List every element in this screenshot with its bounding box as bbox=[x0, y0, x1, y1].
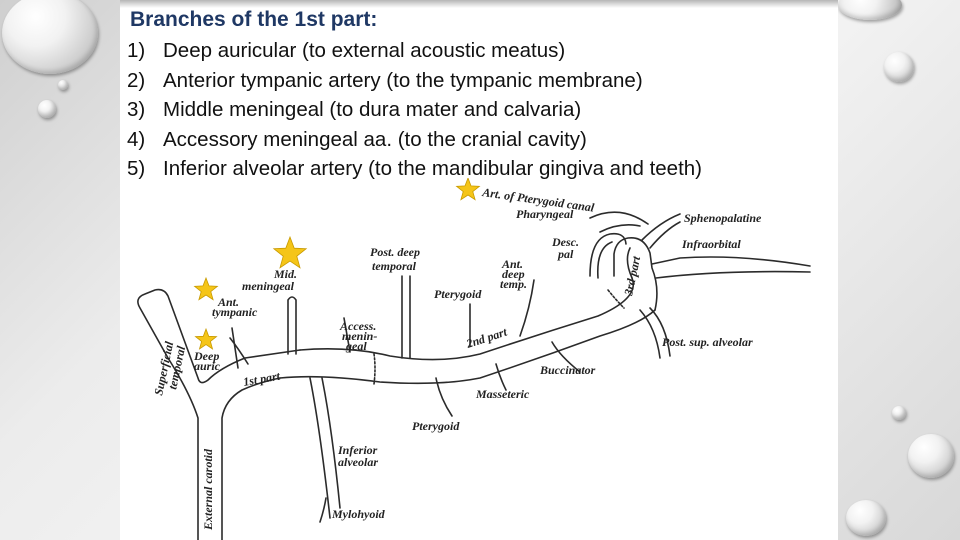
water-drop-decoration bbox=[884, 52, 914, 82]
water-drop-decoration bbox=[846, 500, 886, 536]
list-item-number: 4) bbox=[127, 127, 146, 151]
list-item: 5) Inferior alveolar artery (to the mandi… bbox=[127, 154, 702, 184]
star-icon-deep-auricular bbox=[194, 327, 218, 350]
list-item: 4) Accessory meningeal aa. (to the crania… bbox=[127, 125, 702, 155]
label-buccinator: Buccinator bbox=[539, 363, 596, 377]
descending-palatine-branch bbox=[589, 232, 627, 277]
label-post-sup-alveolar: Post. sup. alveolar bbox=[662, 335, 753, 349]
list-item-number: 5) bbox=[127, 157, 146, 180]
label-ant-deep-temp: deep bbox=[502, 267, 525, 281]
maxillary-artery-lower bbox=[279, 309, 656, 385]
descending-palatine-branch-inner bbox=[596, 241, 613, 279]
star-icon-middle-meningeal bbox=[272, 235, 308, 269]
label-ant-deep-temp: Ant. bbox=[501, 257, 523, 271]
inferior-alveolar-branch-inner bbox=[321, 377, 341, 509]
water-drop-decoration bbox=[58, 80, 68, 90]
list-item-number: 2) bbox=[127, 68, 146, 92]
label-third-part: 3rd part bbox=[621, 254, 643, 297]
list-item-number: 3) bbox=[127, 98, 146, 121]
label-desc-pal: pal bbox=[557, 247, 574, 261]
star-markers bbox=[193, 178, 481, 350]
list-item-text: Inferior alveolar artery (to the mandibu… bbox=[163, 157, 702, 180]
label-infraorbital: Infraorbital bbox=[681, 237, 741, 251]
post-sup-alveolar-branch-inner bbox=[649, 307, 671, 357]
water-drop-decoration bbox=[2, 0, 98, 74]
label-deep-auric: auric bbox=[194, 359, 221, 373]
star-icon-pterygoid-canal bbox=[455, 178, 481, 201]
label-mylohyoid: Mylohyoid bbox=[331, 507, 386, 521]
label-access-meningeal: menin- bbox=[342, 329, 377, 343]
third-part-loop bbox=[613, 236, 658, 311]
post-sup-alveolar-branch bbox=[639, 309, 661, 359]
branch-list: 1) Deep auricular (to external acoustic m… bbox=[127, 36, 702, 184]
list-item: 2) Anterior tympanic artery (to the tympa… bbox=[127, 66, 702, 96]
label-pterygoid-lower: Pterygoid bbox=[412, 419, 460, 433]
pterygoid-canal-branch bbox=[589, 211, 649, 225]
maxillary-artery-diagram: Art. of Pterygoid canal Pharyngeal Sphen… bbox=[137, 178, 811, 540]
water-drop-decoration bbox=[838, 0, 902, 20]
label-external-carotid: External carotid bbox=[201, 448, 215, 531]
third-part-loop-inner bbox=[626, 247, 633, 279]
mylohyoid-branch bbox=[319, 497, 327, 523]
label-ant-tympanic: Ant. bbox=[217, 295, 239, 309]
label-desc-pal: Desc. bbox=[551, 235, 579, 249]
inferior-alveolar-branch bbox=[309, 377, 331, 519]
masseteric-branch bbox=[495, 363, 507, 391]
ant-deep-temporal-branch bbox=[519, 279, 535, 337]
label-mid-meningeal: meningeal bbox=[242, 279, 295, 293]
list-item-text: Anterior tympanic artery (to the tympani… bbox=[163, 68, 643, 92]
pharyngeal-branch bbox=[599, 224, 641, 233]
star-icon-ant-tympanic bbox=[193, 276, 219, 301]
water-drop-decoration bbox=[908, 434, 954, 478]
part-divider-2-3 bbox=[607, 289, 625, 309]
label-access-meningeal: Access. bbox=[339, 319, 376, 333]
label-sphenopalatine: Sphenopalatine bbox=[684, 211, 762, 225]
list-item-number: 1) bbox=[127, 39, 146, 62]
sphenopalatine-branch bbox=[641, 213, 681, 241]
label-ant-deep-temp: temp. bbox=[500, 277, 527, 291]
label-post-deep-temporal: temporal bbox=[372, 259, 417, 273]
water-drop-decoration bbox=[892, 406, 906, 420]
label-ant-tympanic: tympanic bbox=[212, 305, 258, 319]
maxillary-artery-upper bbox=[299, 277, 635, 361]
sphenopalatine-branch-lower bbox=[649, 221, 681, 249]
label-mid-meningeal: Mid. bbox=[273, 267, 297, 281]
buccinator-branch bbox=[551, 341, 581, 373]
slide-content: Branches of the 1st part: 1) Deep auricul… bbox=[120, 0, 838, 540]
label-masseteric: Masseteric bbox=[475, 387, 530, 401]
list-item: 1) Deep auricular (to external acoustic m… bbox=[127, 36, 702, 66]
external-carotid-artery bbox=[137, 288, 301, 540]
list-item: 3) Middle meningeal (to dura mater and ca… bbox=[127, 95, 702, 125]
label-pterygoid-upper: Pterygoid bbox=[434, 287, 482, 301]
list-item-text: Deep auricular (to external acoustic mea… bbox=[163, 39, 566, 62]
slide-title: Branches of the 1st part: bbox=[130, 8, 378, 31]
list-item-text: Middle meningeal (to dura mater and calv… bbox=[163, 98, 582, 121]
part-divider-1-2 bbox=[373, 353, 376, 385]
label-inferior-alveolar: Inferior bbox=[337, 443, 378, 457]
pterygoid-lower-branch bbox=[435, 377, 453, 417]
label-access-meningeal: geal bbox=[345, 339, 367, 353]
label-post-deep-temporal: Post. deep bbox=[370, 245, 420, 259]
infraorbital-branch bbox=[651, 256, 811, 267]
infraorbital-branch-lower bbox=[655, 270, 811, 279]
list-item-text: Accessory meningeal aa. (to the cranial … bbox=[163, 127, 587, 151]
ant-tympanic-branch bbox=[231, 327, 239, 369]
water-drop-decoration bbox=[38, 100, 56, 118]
middle-meningeal-branch bbox=[287, 296, 297, 355]
external-carotid-artery-inner bbox=[221, 377, 281, 540]
accessory-meningeal-branch bbox=[343, 317, 351, 353]
label-inferior-alveolar: alveolar bbox=[338, 455, 378, 469]
label-deep-auric: Deep bbox=[193, 349, 219, 363]
label-pharyngeal: Pharyngeal bbox=[516, 207, 574, 221]
label-first-part: 1st part bbox=[242, 369, 282, 389]
deep-auricular-branch bbox=[229, 337, 249, 365]
